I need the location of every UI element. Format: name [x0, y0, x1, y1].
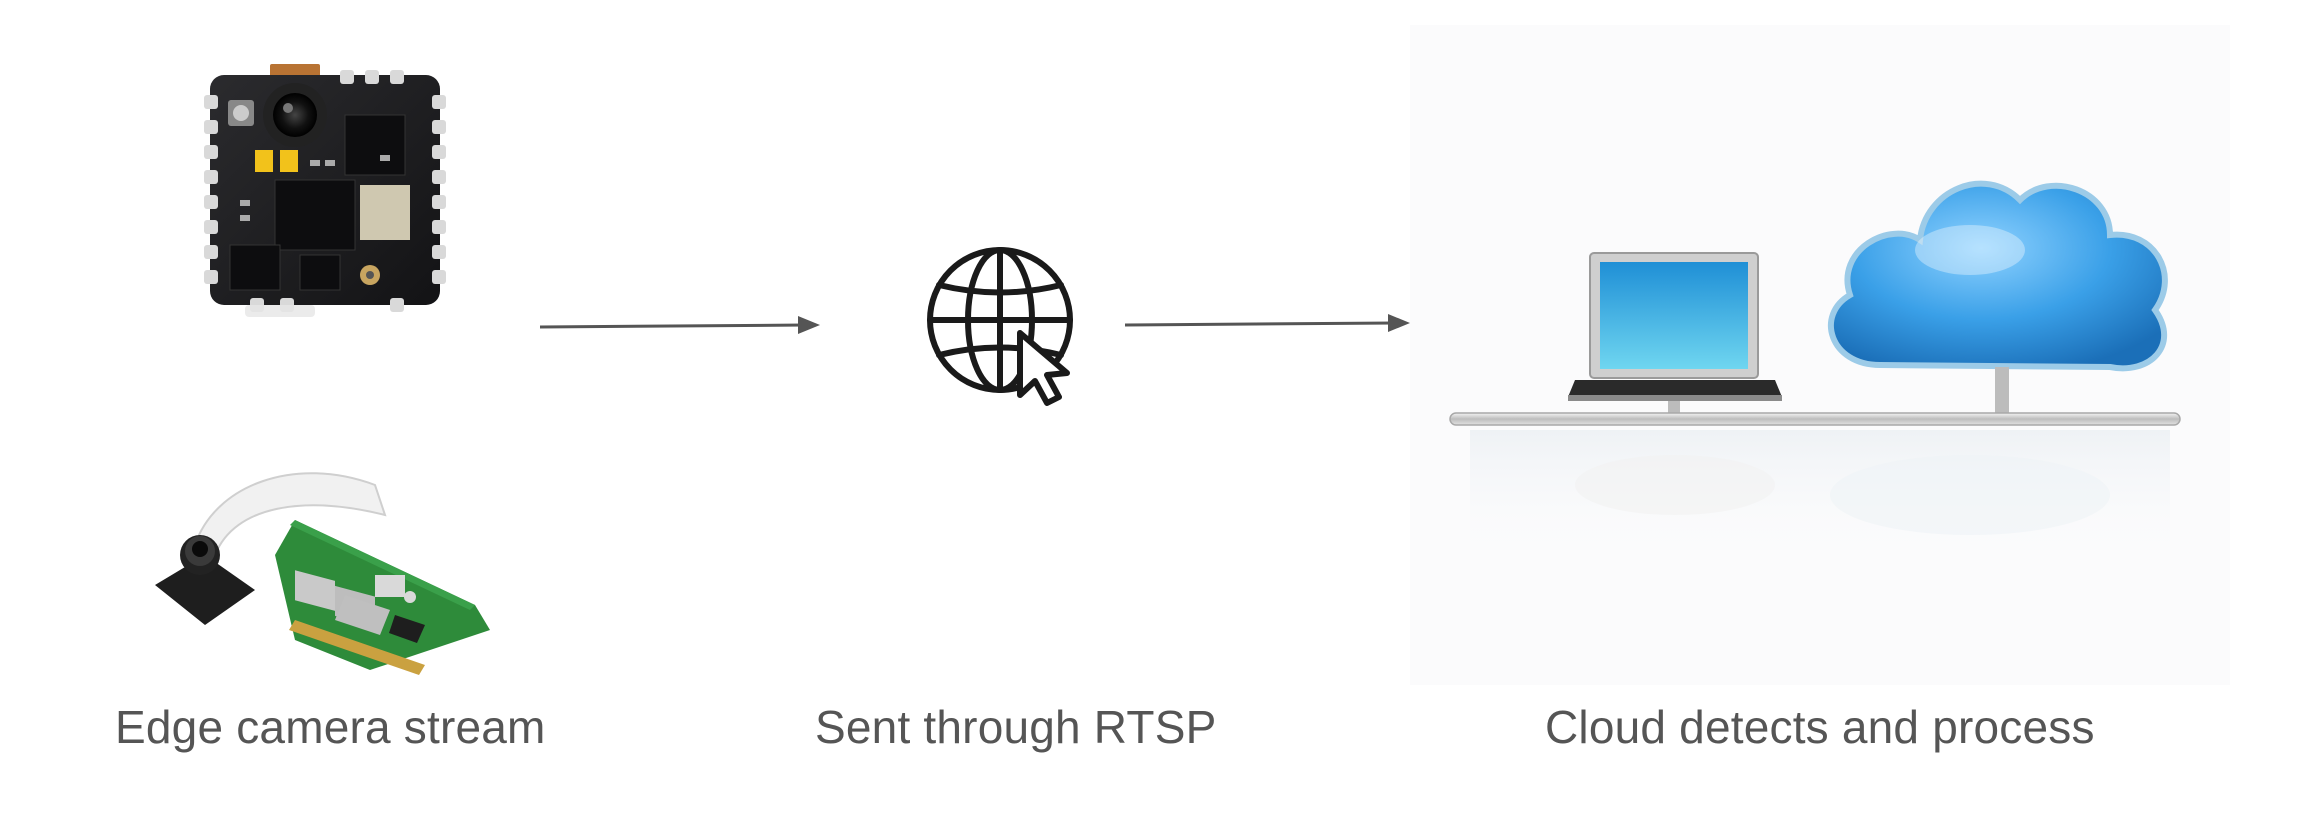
laptop-cloud-network-icon: [1410, 25, 2230, 685]
arduino-camera-board-icon: [204, 64, 446, 317]
stage-label-rtsp: Sent through RTSP: [815, 701, 1217, 753]
globe-cursor-icon: [927, 247, 1073, 406]
stage-label-edge: Edge camera stream: [115, 701, 546, 753]
flow-arrow-1: [539, 316, 820, 334]
stage-label-cloud: Cloud detects and process: [1545, 701, 2095, 753]
flow-arrow-2: [1124, 314, 1410, 332]
raspberry-pi-camera-icon: [155, 472, 490, 675]
